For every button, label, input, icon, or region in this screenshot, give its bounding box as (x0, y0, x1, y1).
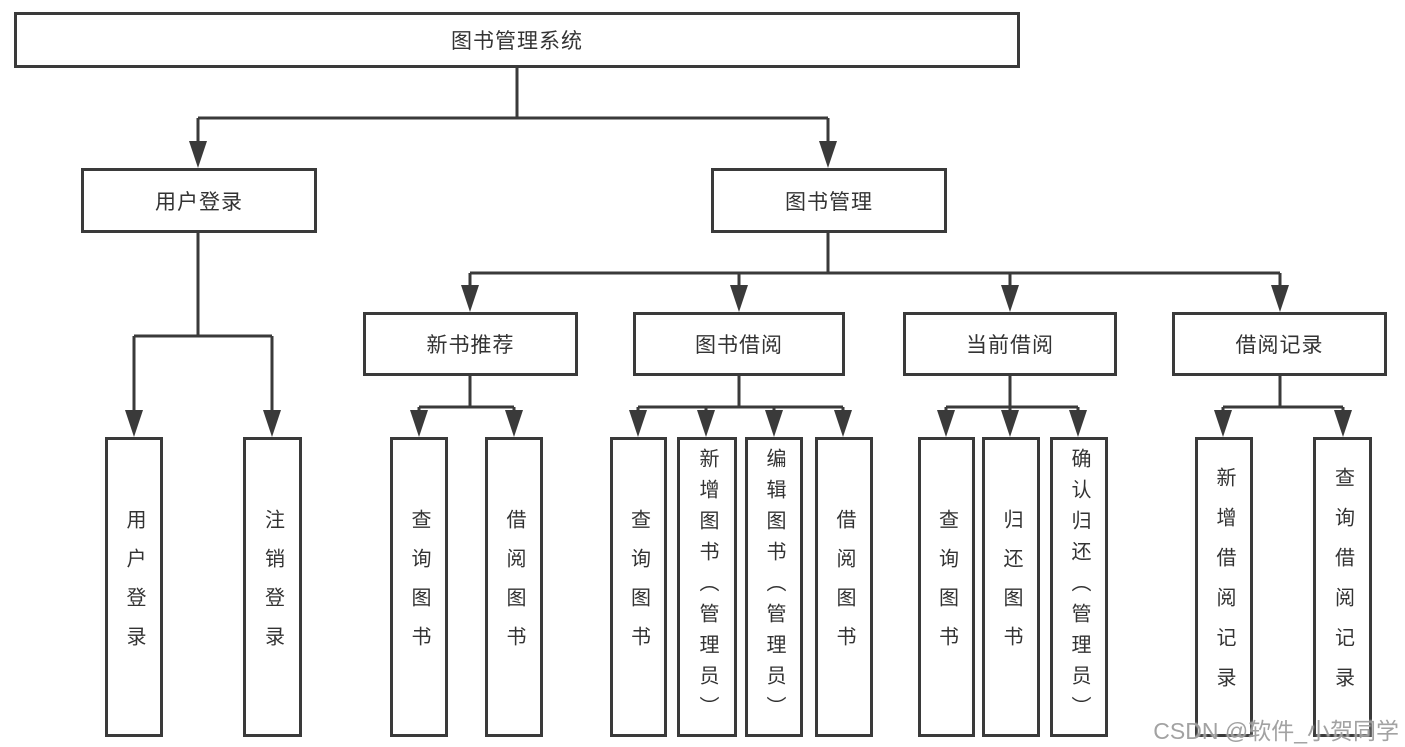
leaf-label: 借阅图书 (503, 509, 525, 665)
leaf-logout: 注销登录 (243, 437, 302, 737)
arrow-icon (1001, 410, 1019, 437)
leaf-label: 新增图书（管理员） (696, 447, 718, 727)
connector-current-borrow-branch (944, 376, 1080, 414)
arrow-icon (125, 410, 143, 437)
arrow-icon (765, 410, 783, 437)
arrow-icon (1069, 410, 1087, 437)
arrow-icon (730, 285, 748, 312)
leaf-add-books-admin: 新增图书（管理员） (677, 437, 737, 737)
leaf-query-books-recommend: 查询图书 (390, 437, 448, 737)
leaf-confirm-return-admin: 确认归还（管理员） (1050, 437, 1108, 737)
leaf-label: 查询图书 (408, 509, 430, 665)
leaf-label: 编辑图书（管理员） (763, 447, 785, 727)
node-label: 用户登录 (155, 190, 243, 214)
node-borrow-records: 借阅记录 (1172, 312, 1387, 376)
node-user-login: 用户登录 (81, 168, 317, 233)
connector-book-borrow-branch (636, 376, 845, 414)
leaf-borrow-books: 借阅图书 (815, 437, 873, 737)
arrow-icon (697, 410, 715, 437)
leaf-user-login: 用户登录 (105, 437, 163, 737)
leaf-label: 确认归还（管理员） (1068, 447, 1090, 727)
leaf-label: 查询借阅记录 (1331, 467, 1354, 707)
arrow-icon (834, 410, 852, 437)
arrowheads (125, 141, 1352, 437)
arrow-icon (1214, 410, 1232, 437)
arrow-icon (1001, 285, 1019, 312)
connector-borrow-records-branch (1221, 376, 1345, 414)
arrow-icon (461, 285, 479, 312)
node-label: 借阅记录 (1235, 334, 1324, 357)
node-label: 图书借阅 (695, 334, 783, 357)
arrow-icon (505, 410, 523, 437)
node-label: 当前借阅 (966, 334, 1054, 357)
connector-user-login-branch (132, 233, 274, 414)
leaf-add-borrow-record: 新增借阅记录 (1195, 437, 1253, 737)
leaf-label: 查询图书 (627, 509, 650, 665)
connector-book-management-branch (468, 233, 1282, 290)
leaf-borrow-books-recommend: 借阅图书 (485, 437, 543, 737)
leaf-label: 归还图书 (1000, 509, 1022, 665)
leaf-label: 注销登录 (261, 509, 284, 665)
node-book-management: 图书管理 (711, 168, 947, 233)
leaf-query-books-current: 查询图书 (918, 437, 975, 737)
node-label: 图书管理 (785, 190, 873, 214)
arrow-icon (1334, 410, 1352, 437)
node-current-borrow: 当前借阅 (903, 312, 1117, 376)
leaf-query-books-borrow: 查询图书 (610, 437, 667, 737)
arrow-icon (189, 141, 207, 168)
leaf-query-borrow-record: 查询借阅记录 (1313, 437, 1372, 737)
node-book-borrow: 图书借阅 (633, 312, 845, 376)
leaf-edit-books-admin: 编辑图书（管理员） (745, 437, 803, 737)
node-label: 图书管理系统 (451, 30, 583, 53)
arrow-icon (410, 410, 428, 437)
node-library-management-system: 图书管理系统 (14, 12, 1020, 68)
leaf-label: 借阅图书 (833, 509, 855, 665)
connector-new-book-branch (417, 376, 516, 414)
leaf-label: 新增借阅记录 (1213, 467, 1235, 707)
connector-root-to-level2 (196, 68, 830, 146)
arrow-icon (629, 410, 647, 437)
leaf-return-books: 归还图书 (982, 437, 1040, 737)
arrow-icon (819, 141, 837, 168)
node-new-book-recommend: 新书推荐 (363, 312, 578, 376)
arrow-icon (263, 410, 281, 437)
node-label: 新书推荐 (426, 334, 515, 357)
leaf-label: 查询图书 (935, 509, 958, 665)
arrow-icon (937, 410, 955, 437)
arrow-icon (1271, 285, 1289, 312)
csdn-watermark: CSDN @软件_小贺同学 (1153, 718, 1399, 744)
leaf-label: 用户登录 (123, 509, 145, 665)
